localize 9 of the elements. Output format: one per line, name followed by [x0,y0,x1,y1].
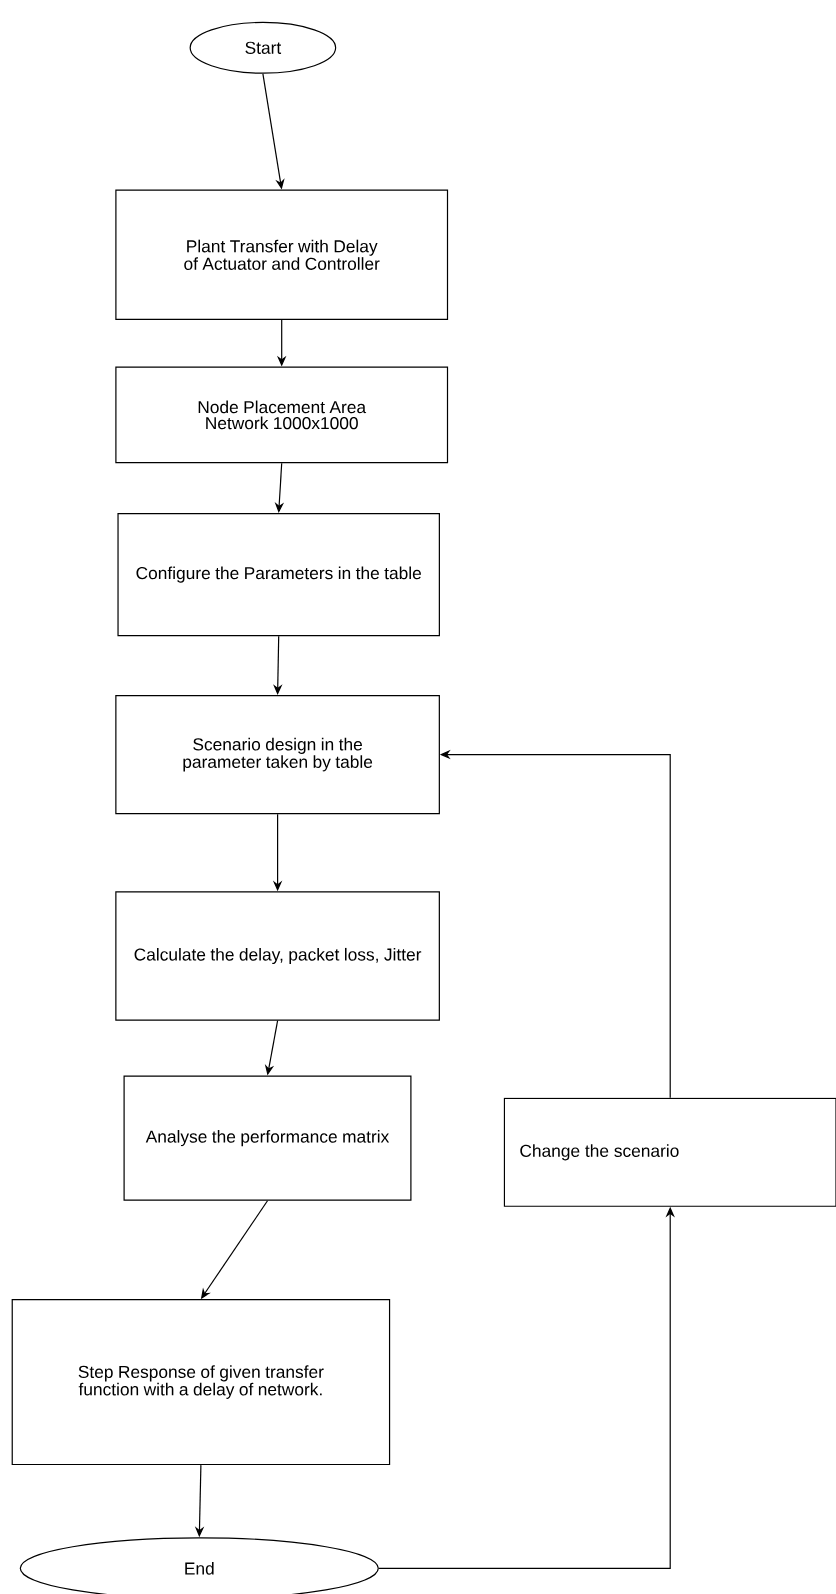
process-box: Scenario design in the parameter taken by table [115,695,440,815]
process-box: Change the scenario [503,1097,836,1207]
arrow [273,635,283,695]
process-box: Configure the Parameters in the table [117,513,440,637]
process-box: Plant Transfer with Delay of Actuator and Controller [115,189,449,320]
process-box: Step Response of given transfer function with a delay of network. [11,1299,391,1466]
process-box: Node Placement Area Network 1000x1000 [115,366,449,464]
process-box: Analyse the performance matrix [123,1075,412,1201]
process-box: Calculate the delay, packet loss, Jitter [115,891,440,1021]
